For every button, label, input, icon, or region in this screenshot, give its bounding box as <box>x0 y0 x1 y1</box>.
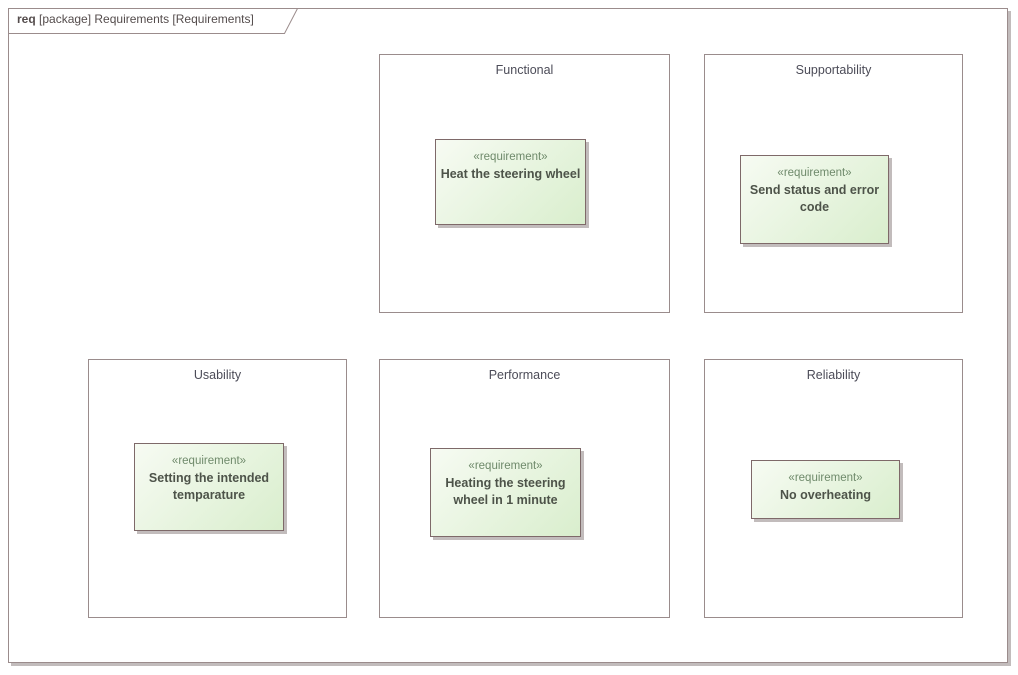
frame-label-shape <box>8 8 298 34</box>
frame-label-tab: req [package] Requirements [Requirements… <box>8 8 298 34</box>
requirement-name: Heating the steering wheel in 1 minute <box>445 476 566 507</box>
requirement-stereotype: «requirement» <box>473 151 548 163</box>
boundary-title: Usability <box>193 368 242 382</box>
boundary-title: Functional <box>495 63 554 77</box>
requirement-name: Setting the intended temparature <box>148 471 270 502</box>
boundary-performance[interactable]: Performance «requirement» Heating the st… <box>379 359 670 618</box>
boundary-title: Performance <box>488 368 561 382</box>
requirement-send-status-and-error-code[interactable]: «requirement» Send status and error code <box>740 155 889 244</box>
boundary-reliability[interactable]: Reliability «requirement» No overheating <box>704 359 963 618</box>
requirement-setting-the-intended-temparature[interactable]: «requirement» Setting the intended tempa… <box>134 443 284 531</box>
requirement-heat-the-steering-wheel[interactable]: «requirement» Heat the steering wheel <box>435 139 586 225</box>
boundary-title: Supportability <box>795 63 872 77</box>
requirement-heating-the-steering-wheel-in-1-minute[interactable]: «requirement» Heating the steering wheel… <box>430 448 581 537</box>
requirement-name: Send status and error code <box>749 183 880 214</box>
requirement-no-overheating[interactable]: «requirement» No overheating <box>751 460 900 519</box>
frame-title: [package] Requirements [Requirements] <box>35 12 254 26</box>
requirement-name: No overheating <box>780 488 871 502</box>
requirement-stereotype: «requirement» <box>788 472 863 484</box>
boundary-supportability[interactable]: Supportability «requirement» Send status… <box>704 54 963 313</box>
requirement-name: Heat the steering wheel <box>440 167 581 181</box>
boundary-title: Reliability <box>806 368 861 382</box>
requirement-stereotype: «requirement» <box>171 455 247 467</box>
boundary-functional[interactable]: Functional «requirement» Heat the steeri… <box>379 54 670 313</box>
requirement-stereotype: «requirement» <box>468 460 543 472</box>
diagram-frame: req [package] Requirements [Requirements… <box>8 8 1008 663</box>
requirement-stereotype: «requirement» <box>777 167 852 179</box>
boundary-usability[interactable]: Usability «requirement» Setting the inte… <box>88 359 347 618</box>
frame-label-text: req [package] Requirements [Requirements… <box>17 12 254 26</box>
frame-keyword: req <box>17 12 36 26</box>
